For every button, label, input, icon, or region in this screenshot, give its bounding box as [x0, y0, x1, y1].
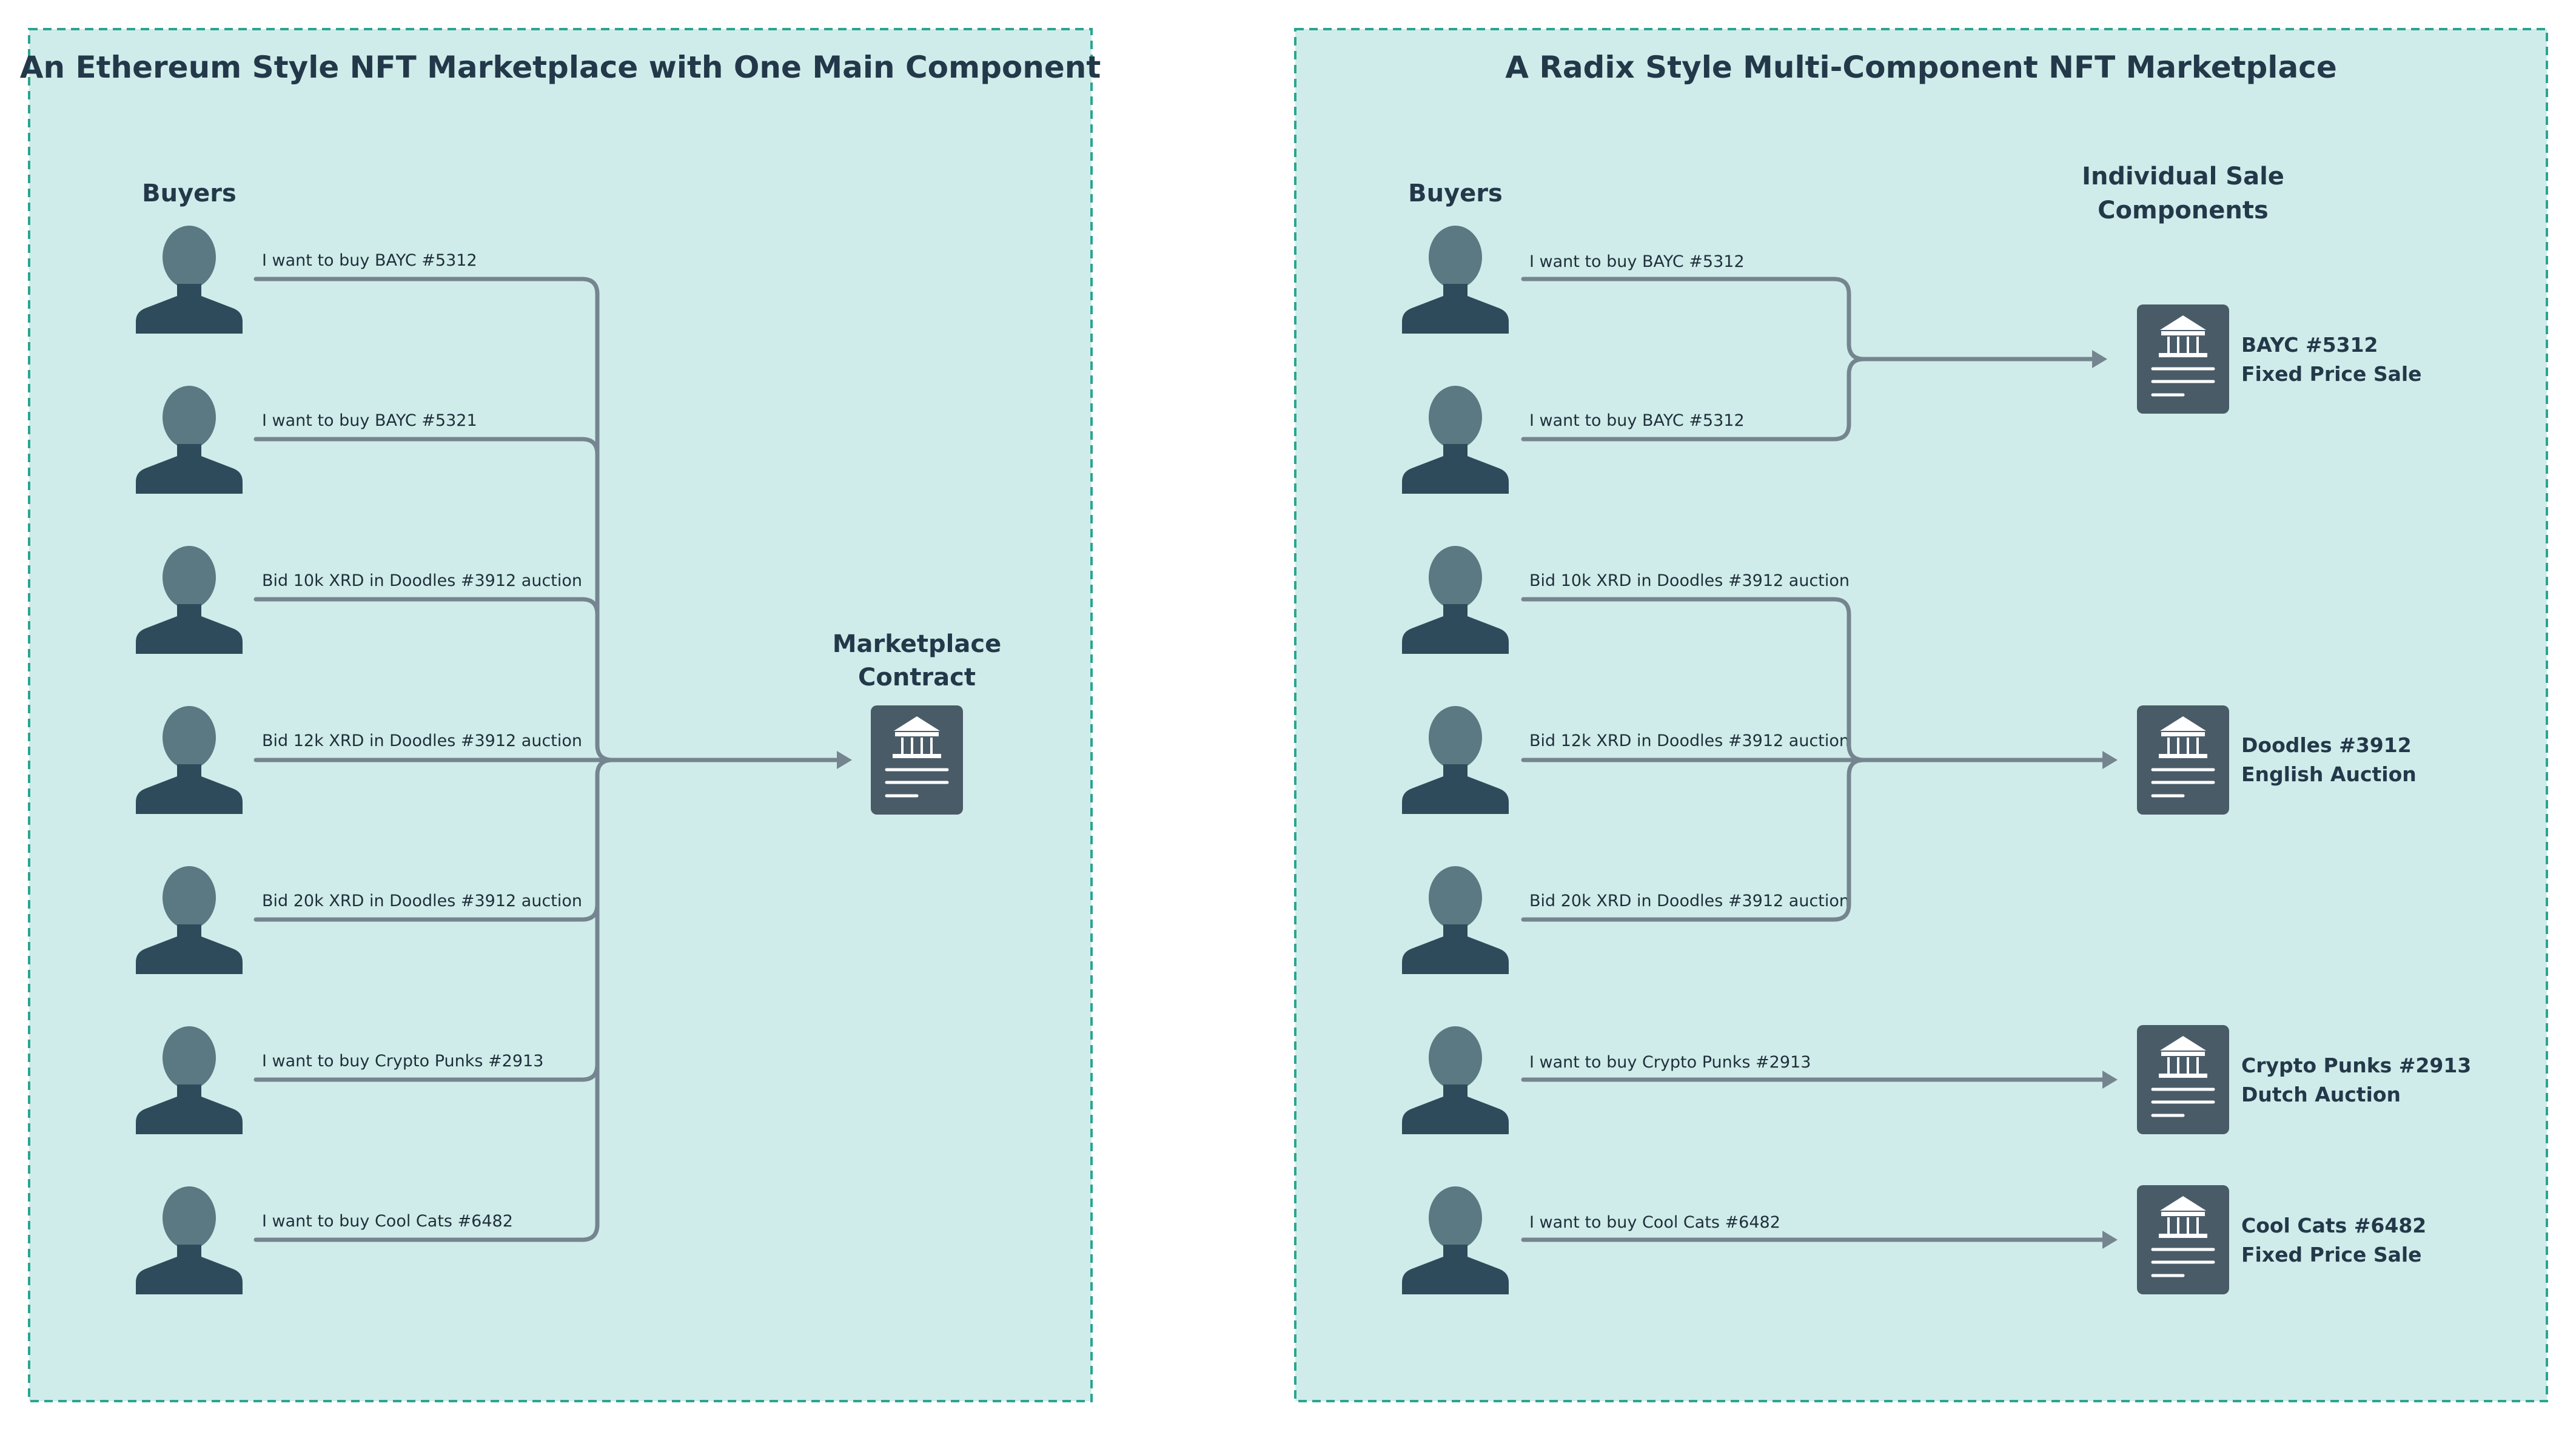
right-panel-border	[1294, 28, 2548, 1402]
request-label: I want to buy BAYC #5312	[1529, 252, 1745, 271]
sale-component-bank-document-icon	[2137, 705, 2229, 815]
request-label: I want to buy BAYC #5321	[262, 411, 477, 430]
request-label: Bid 12k XRD in Doodles #3912 auction	[262, 731, 582, 750]
flow-line	[1521, 758, 1867, 922]
arrowhead	[2102, 751, 2118, 769]
left-panel-title: An Ethereum Style NFT Marketplace with O…	[20, 50, 1101, 85]
component-name: Cool Cats #6482	[2241, 1214, 2426, 1237]
left-panel: An Ethereum Style NFT Marketplace with O…	[20, 28, 1101, 1402]
component-name: Doodles #3912	[2241, 733, 2412, 757]
request-label: I want to buy Crypto Punks #2913	[1529, 1053, 1811, 1072]
marketplace-contract-label: Marketplace	[833, 630, 1001, 658]
flow-line	[1521, 357, 1867, 442]
component-name: Crypto Punks #2913	[2241, 1054, 2471, 1077]
component-name: BAYC #5312	[2241, 333, 2378, 357]
request-label: I want to buy Crypto Punks #2913	[262, 1052, 543, 1071]
component-type: Fixed Price Sale	[2241, 1243, 2422, 1266]
component-type: English Auction	[2241, 762, 2417, 786]
arrowhead	[2102, 1231, 2118, 1249]
sale-component-bank-document-icon	[2137, 1185, 2229, 1294]
flow-line	[253, 437, 600, 457]
arrowhead	[2102, 1071, 2118, 1089]
component-type: Fixed Price Sale	[2241, 362, 2422, 386]
request-label: Bid 12k XRD in Doodles #3912 auction	[1529, 731, 1850, 750]
flow-line	[253, 758, 615, 1242]
right-buyers-heading: Buyers	[1408, 180, 1503, 207]
sale-component-bank-document-icon	[2137, 1025, 2229, 1134]
arrowhead	[2092, 350, 2107, 368]
components-heading: Individual Sale	[2082, 163, 2284, 190]
request-label: I want to buy BAYC #5312	[1529, 411, 1745, 430]
request-label: Bid 20k XRD in Doodles #3912 auction	[1529, 892, 1850, 910]
right-panel-title: A Radix Style Multi-Component NFT Market…	[1505, 50, 2336, 85]
marketplace-contract-bank-document-icon	[871, 705, 963, 815]
arrowhead	[837, 751, 852, 769]
request-label: Bid 20k XRD in Doodles #3912 auction	[262, 892, 582, 910]
flow-line	[253, 597, 600, 617]
request-label: I want to buy BAYC #5312	[262, 251, 477, 270]
left-buyers-heading: Buyers	[142, 180, 236, 207]
request-label: Bid 10k XRD in Doodles #3912 auction	[1529, 571, 1850, 590]
component-type: Dutch Auction	[2241, 1083, 2401, 1106]
request-label: I want to buy Cool Cats #6482	[1529, 1213, 1780, 1232]
components-heading: Components	[2098, 197, 2269, 224]
request-label: I want to buy Cool Cats #6482	[262, 1212, 513, 1231]
right-panel: A Radix Style Multi-Component NFT Market…	[1294, 28, 2548, 1402]
marketplace-contract-label: Contract	[858, 664, 976, 691]
sale-component-bank-document-icon	[2137, 304, 2229, 414]
request-label: Bid 10k XRD in Doodles #3912 auction	[262, 571, 582, 590]
